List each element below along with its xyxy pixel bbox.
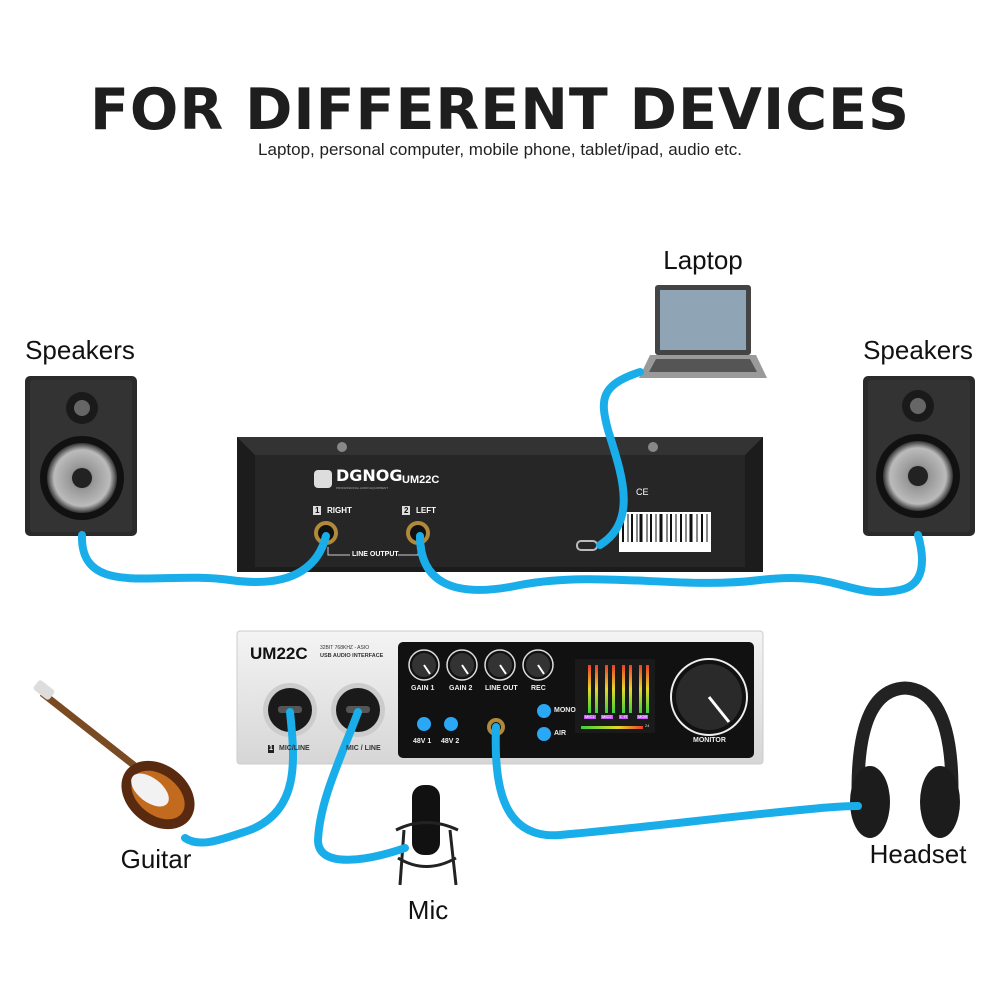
rear-model: UM22C <box>402 474 440 486</box>
label-mic: Mic <box>407 895 449 925</box>
front-spec-line2: USB AUDIO INTERFACE <box>320 653 384 659</box>
meter-scale: 24 <box>645 723 650 728</box>
knob-label-gain2: GAIN 2 <box>449 685 473 692</box>
speaker-left <box>25 376 137 536</box>
page-subtitle: Laptop, personal computer, mobile phone,… <box>258 140 742 159</box>
guitar-illustration <box>33 680 195 830</box>
meter-label-mic1: MIC1 <box>584 714 596 719</box>
mono-label: MONO <box>554 707 576 714</box>
output-1-number: 1 <box>313 506 322 516</box>
label-laptop: Laptop <box>663 245 743 275</box>
phantom-48v2-label: 48V 2 <box>441 738 460 745</box>
front-panel <box>236 630 764 765</box>
knob-label-gain1: GAIN 1 <box>411 685 435 692</box>
knob-label-rec: REC <box>531 685 546 692</box>
phantom-48v1-label: 48V 1 <box>413 738 432 745</box>
mic-illustration <box>395 785 459 886</box>
front-spec-line1: 32BIT 768KHZ - ASIO <box>320 645 370 651</box>
output-2-number: 2 <box>402 506 411 516</box>
label-speakers-left: Speakers <box>25 335 135 365</box>
meter-label-lr: L R <box>619 714 629 719</box>
speaker-right <box>863 376 975 536</box>
headset-illustration <box>850 681 960 838</box>
input-1-label: MIC/LINE <box>279 745 310 752</box>
output-right-label: RIGHT <box>327 506 352 515</box>
barcode-label: UM22C AUDIO INTERFACE <box>635 543 699 549</box>
output-left-label: LEFT <box>416 506 436 515</box>
page-title: FOR DIFFERENT DEVICES <box>89 77 911 143</box>
cables <box>77 368 926 864</box>
air-label: AIR <box>554 730 567 737</box>
rear-brand-logo: DGNOG <box>336 466 403 485</box>
cert-marks: CE <box>636 487 649 497</box>
barcode <box>619 512 711 552</box>
knobs <box>408 649 554 681</box>
label-guitar: Guitar <box>120 844 192 874</box>
knob-label-line-out: LINE OUT <box>485 685 518 692</box>
laptop-illustration <box>639 285 767 378</box>
input-2-label: MIC / LINE <box>346 745 381 752</box>
label-headset: Headset <box>869 839 967 869</box>
front-model: UM22C <box>250 644 308 663</box>
line-output-label: LINE OUTPUT <box>352 551 399 558</box>
rear-brand-tagline: PROFESSIONAL AUDIO EQUIPMENT <box>336 486 389 490</box>
meter-label-mor: MOR <box>637 714 649 719</box>
input-1-number: 1 <box>268 745 274 754</box>
label-speakers-right: Speakers <box>863 335 973 365</box>
meter-label-mic2: MIC2 <box>601 714 613 719</box>
level-meter-display <box>575 659 655 733</box>
monitor-label: MONITOR <box>693 737 726 744</box>
